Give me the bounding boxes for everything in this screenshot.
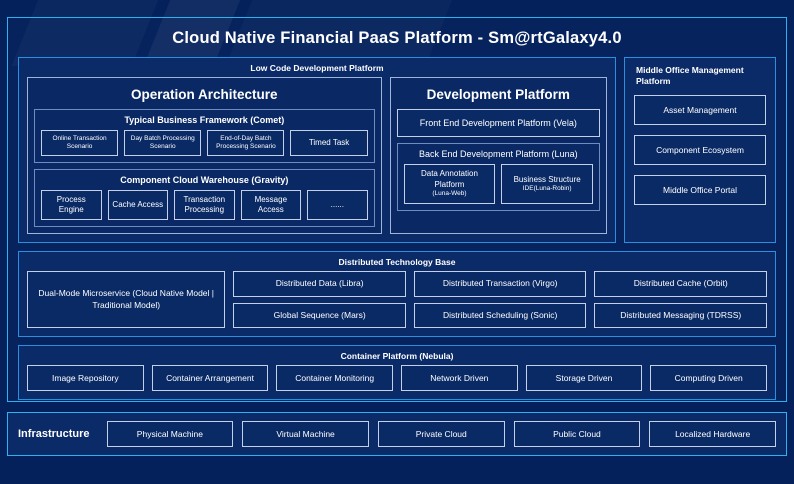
infrastructure-item[interactable]: Localized Hardware — [649, 421, 776, 447]
middle-office-item-middle-office-portal[interactable]: Middle Office Portal — [634, 175, 766, 206]
infrastructure-item[interactable]: Public Cloud — [513, 421, 641, 447]
component-warehouse-item-ellipsis[interactable]: ...... — [307, 190, 368, 221]
container-platform-item[interactable]: Network Driven — [401, 365, 518, 392]
component-warehouse-item[interactable]: Cache Access — [107, 190, 169, 221]
low-code-platform-title: Low Code Development Platform — [250, 63, 384, 73]
top-row: Low Code Development Platform Operation … — [8, 57, 786, 244]
panel-middle-office-management-platform: Middle Office Management Platform Asset … — [624, 57, 776, 244]
business-framework-item[interactable]: Timed Task — [290, 130, 368, 157]
container-platform-item[interactable]: Container Arrangement — [151, 365, 269, 392]
back-end-item[interactable]: Business Structure IDE(Luna-Robin) — [501, 164, 593, 204]
middle-office-item-asset-management[interactable]: Asset Management — [634, 95, 766, 126]
back-end-item[interactable]: Data Annotation Platform (Luna-Web) — [403, 164, 496, 204]
component-warehouse-item[interactable]: Message Access — [240, 190, 302, 221]
panel-infrastructure: Infrastructure Physical Machine Virtual … — [7, 412, 787, 456]
container-platform-item[interactable]: Container Monitoring — [276, 365, 394, 392]
front-end-development-platform[interactable]: Front End Development Platform (Vela) — [396, 109, 600, 137]
dtb-cell[interactable]: Distributed Messaging (TDRSS) — [594, 302, 767, 329]
component-cloud-warehouse-title: Component Cloud Warehouse (Gravity) — [120, 175, 289, 186]
container-platform-row: Container Platform (Nebula) Image Reposi… — [8, 337, 786, 409]
panel-container-platform: Container Platform (Nebula) Image Reposi… — [18, 345, 776, 401]
middle-office-item-component-ecosystem[interactable]: Component Ecosystem — [634, 135, 766, 166]
operation-architecture-title: Operation Architecture — [131, 87, 278, 102]
business-framework-item[interactable]: Day Batch Processing Scenario — [124, 130, 202, 157]
group-development-platform: Development Platform Front End Developme… — [389, 77, 607, 235]
container-platform-item[interactable]: Computing Driven — [650, 365, 768, 392]
component-warehouse-item[interactable]: Process Engine — [41, 190, 102, 221]
subgroup-component-cloud-warehouse: Component Cloud Warehouse (Gravity) Proc… — [34, 169, 375, 228]
panel-low-code-development-platform: Low Code Development Platform Operation … — [18, 57, 616, 244]
infrastructure-item[interactable]: Virtual Machine — [242, 421, 369, 447]
component-warehouse-item[interactable]: Transaction Processing — [174, 190, 235, 221]
subgroup-typical-business-framework: Typical Business Framework (Comet) Onlin… — [34, 109, 375, 164]
infrastructure-label: Infrastructure — [18, 428, 90, 440]
distributed-technology-base-row: Distributed Technology Base Dual-Mode Mi… — [8, 243, 786, 338]
page-title: Cloud Native Financial PaaS Platform - S… — [172, 29, 622, 47]
architecture-diagram-frame: Cloud Native Financial PaaS Platform - S… — [7, 17, 787, 402]
middle-office-title: Middle Office Management Platform — [636, 65, 744, 87]
typical-business-framework-title: Typical Business Framework (Comet) — [124, 115, 285, 125]
panel-distributed-technology-base: Distributed Technology Base Dual-Mode Mi… — [18, 251, 776, 338]
container-platform-item[interactable]: Storage Driven — [525, 365, 643, 392]
container-platform-item[interactable]: Image Repository — [27, 365, 144, 392]
back-end-item-name: Business Structure — [513, 174, 581, 184]
back-end-development-platform-title: Back End Development Platform (Luna) — [419, 149, 578, 159]
dtb-dual-mode-microservice[interactable]: Dual-Mode Microservice (Cloud Native Mod… — [27, 271, 226, 329]
dtb-cell[interactable]: Global Sequence (Mars) — [233, 302, 406, 329]
development-platform-title: Development Platform — [426, 87, 570, 102]
back-end-item-name: Data Annotation Platform — [420, 169, 478, 189]
dtb-cell[interactable]: Distributed Scheduling (Sonic) — [413, 302, 587, 329]
infrastructure-item[interactable]: Physical Machine — [106, 421, 234, 447]
infrastructure-item[interactable]: Private Cloud — [377, 421, 505, 447]
dtb-cell[interactable]: Distributed Data (Libra) — [233, 271, 406, 297]
back-end-item-sub: (Luna-Web) — [432, 190, 467, 198]
group-operation-architecture: Operation Architecture Typical Business … — [27, 77, 382, 235]
dtb-cell[interactable]: Distributed Transaction (Virgo) — [413, 271, 587, 297]
container-platform-title: Container Platform (Nebula) — [340, 351, 454, 362]
back-end-item-sub: IDE(Luna-Robin) — [522, 184, 572, 192]
business-framework-item[interactable]: Online Transaction Scenario — [41, 130, 119, 157]
distributed-technology-base-title: Distributed Technology Base — [338, 257, 456, 268]
dtb-cell[interactable]: Distributed Cache (Orbit) — [594, 271, 767, 297]
subgroup-back-end-development-platform: Back End Development Platform (Luna) Dat… — [396, 143, 600, 211]
business-framework-item[interactable]: End-of-Day Batch Processing Scenario — [207, 130, 285, 157]
